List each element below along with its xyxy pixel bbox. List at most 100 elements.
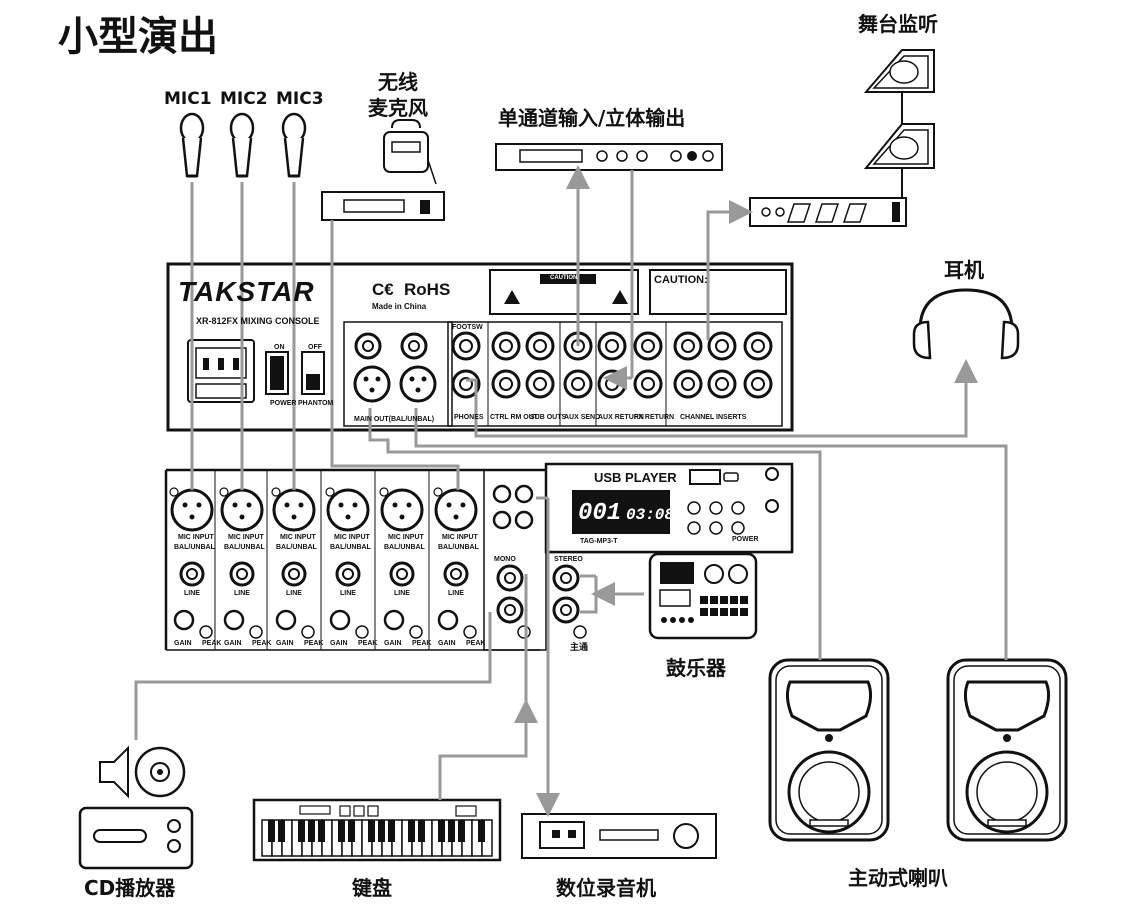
- mic2-label: MIC2: [220, 89, 268, 109]
- power-amplifier: [749, 197, 907, 227]
- gain-knob[interactable]: [329, 609, 351, 631]
- channel-mic_input-label: MIC INPUT: [228, 534, 264, 541]
- main-out-jacks: [353, 332, 437, 403]
- xlr-input[interactable]: [220, 488, 264, 532]
- wireless-mic-transmitter: [383, 119, 437, 185]
- channel-peak-label: PEAK: [412, 640, 432, 647]
- phones-label: PHONES: [454, 414, 484, 421]
- digital-recorder-label: 数位录音机: [556, 876, 656, 900]
- channel-peak-label: PEAK: [304, 640, 324, 647]
- channel-gain-label: GAIN: [438, 640, 456, 647]
- xlr-input[interactable]: [380, 488, 424, 532]
- usb-display: [572, 490, 670, 534]
- channel-peak-label: PEAK: [202, 640, 222, 647]
- keyboard-label: 键盘: [352, 876, 392, 900]
- channel-bal_unbal-label: BAL/UNBAL: [438, 544, 479, 551]
- channel-bal_unbal-label: BAL/UNBAL: [276, 544, 317, 551]
- wireless-mic-label-line2: 麦克风: [368, 96, 428, 120]
- channel-bal_unbal-label: BAL/UNBAL: [174, 544, 215, 551]
- gain-knob[interactable]: [383, 609, 405, 631]
- usb-model-label: TAG-MP3-T: [580, 538, 618, 545]
- channel-mic_input-label: MIC INPUT: [442, 534, 478, 541]
- gain-knob[interactable]: [437, 609, 459, 631]
- headphones-icon: [912, 288, 1020, 360]
- channel-gain-label: GAIN: [174, 640, 192, 647]
- channel-gain-label: GAIN: [224, 640, 242, 647]
- xlr-input[interactable]: [326, 488, 370, 532]
- channel-mic_input-label: MIC INPUT: [178, 534, 214, 541]
- stage-monitor-wedges: [863, 49, 935, 198]
- usb-player-title: USB PLAYER: [594, 470, 677, 485]
- channel-inserts-label: CHANNEL INSERTS: [680, 414, 747, 421]
- channel-line-label: LINE: [448, 590, 464, 597]
- ce-mark: C€: [372, 280, 394, 299]
- channel-line-label: LINE: [184, 590, 200, 597]
- channel-mic_input-label: MIC INPUT: [280, 534, 316, 541]
- channel-mic_input-label: MIC INPUT: [388, 534, 424, 541]
- channel-line-label: LINE: [286, 590, 302, 597]
- main-cn-label: 主通: [570, 642, 589, 652]
- xlr-input[interactable]: [434, 488, 478, 532]
- channel-line-label: LINE: [394, 590, 410, 597]
- fx-return-label: FX RETURN: [634, 414, 675, 421]
- cd-player-icon: [78, 745, 194, 870]
- sub-outs-label: SUB OUTS: [530, 414, 567, 421]
- effects-processor: [495, 143, 723, 171]
- xlr-input[interactable]: [170, 488, 214, 532]
- microphone-icon: [229, 112, 255, 144]
- channel-bal_unbal-label: BAL/UNBAL: [330, 544, 371, 551]
- power-label: POWER: [270, 400, 297, 407]
- microphone-icon: [179, 112, 205, 144]
- channel-gain-label: GAIN: [276, 640, 294, 647]
- channel-bal_unbal-label: BAL/UNBAL: [224, 544, 265, 551]
- channel-peak-label: PEAK: [252, 640, 272, 647]
- made-in-label: Made in China: [372, 302, 427, 311]
- usb-port[interactable]: [689, 469, 721, 485]
- main-out-label: MAIN OUT(BAL/UNBAL): [354, 416, 435, 423]
- caution-box-label: CAUTION: [550, 275, 578, 281]
- usb-player-panel: [544, 462, 794, 554]
- usb-track-display: 001: [578, 500, 622, 527]
- gain-knob[interactable]: [275, 609, 297, 631]
- power-socket: [187, 339, 255, 403]
- mic3-label: MIC3: [276, 89, 324, 109]
- footsw-label: FOOTSW: [452, 324, 483, 331]
- page-title: 小型演出: [58, 14, 218, 60]
- channel-mic_input-label: MIC INPUT: [334, 534, 370, 541]
- microphone-icon: [281, 112, 307, 144]
- digital-recorder-icon: [521, 813, 717, 859]
- wireless-mic-label-line1: 无线: [378, 70, 418, 94]
- mono-label: MONO: [494, 556, 516, 563]
- aux-return-label: AUX RETURN: [598, 414, 644, 421]
- ctrl-rm-out-label: CTRL RM OUT: [490, 414, 539, 421]
- headphones-label: 耳机: [944, 258, 984, 282]
- brand-logo: TAKSTAR: [178, 276, 315, 307]
- drum-machine-label: 鼓乐器: [666, 656, 726, 680]
- gain-knob[interactable]: [223, 609, 245, 631]
- channel-bal_unbal-label: BAL/UNBAL: [384, 544, 425, 551]
- cd-player-label: CD播放器: [84, 876, 176, 900]
- mic1-label: MIC1: [164, 89, 212, 109]
- signal-cables: [134, 165, 1008, 817]
- drum-machine-icon: [648, 552, 758, 640]
- xlr-input[interactable]: [272, 488, 316, 532]
- usb-buttons[interactable]: [687, 501, 745, 535]
- channel-peak-label: PEAK: [466, 640, 486, 647]
- channel-line-label: LINE: [340, 590, 356, 597]
- mixer-channel-strips: [164, 468, 794, 651]
- off-label: OFF: [308, 344, 322, 351]
- channel-peak-label: PEAK: [358, 640, 378, 647]
- gain-knob[interactable]: [173, 609, 195, 631]
- stage-monitor-label: 舞台监听: [858, 12, 938, 36]
- channel-gain-label: GAIN: [384, 640, 402, 647]
- caution-title: CAUTION:: [654, 274, 708, 286]
- stereo-label: STEREO: [554, 556, 583, 563]
- usb-power-label: POWER: [732, 536, 759, 543]
- microphones: [179, 112, 307, 178]
- effects-processor-label: 单通道输入/立体输出: [498, 106, 686, 130]
- keyboard-icon: [252, 798, 502, 862]
- active-speakers-icon: [768, 658, 1068, 842]
- on-label: ON: [274, 344, 285, 351]
- wireless-receiver: [321, 191, 445, 221]
- active-speakers-label: 主动式喇叭: [848, 866, 948, 890]
